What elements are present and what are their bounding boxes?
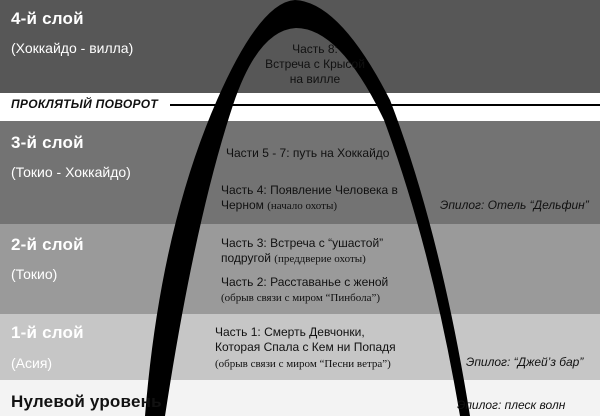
part-3-line-2-text: подругой [221, 251, 271, 265]
arch-shape [145, 0, 470, 416]
layer-0-band [0, 380, 600, 416]
part-3-note: (преддверие охоты) [274, 253, 366, 265]
epilog-dolphin: Эпилог: Отель “Дельфин” [440, 198, 589, 212]
layer-3-title: 3-й слой [11, 133, 84, 152]
layer-0-title: Нулевой уровень [11, 392, 162, 411]
part-3-line-2: подругой (преддверие охоты) [221, 251, 366, 267]
part-3-line-1: Часть 3: Встреча с “ушастой” [221, 236, 384, 250]
epilog-waves: Эпилог: плеск волн [457, 398, 566, 412]
part-5-7-label: Части 5 - 7: путь на Хоккайдо [226, 146, 390, 160]
part-8-line-2: Встреча с Крысой [265, 57, 365, 71]
layer-2-band [0, 224, 600, 314]
cursed-turn-label: ПРОКЛЯТЫЙ ПОВОРОТ [11, 97, 159, 111]
part-1-line-1: Часть 1: Смерть Девчонки, [215, 325, 365, 339]
layer-3-band [0, 121, 600, 224]
layer-2-title: 2-й слой [11, 235, 84, 254]
part-2-line: Часть 2: Расставанье с женой [221, 275, 389, 289]
layer-1-subtitle: (Асия) [11, 355, 53, 371]
layer-4-subtitle: (Хоккайдо - вилла) [11, 40, 134, 56]
part-4-note: (начало охоты) [267, 200, 338, 212]
part-4-line-1: Часть 4: Появление Человека в [221, 183, 398, 197]
part-8-label: Часть 8: Встреча с Крысой на вилле [245, 42, 385, 87]
epilog-jays-bar: Эпилог: “Джей’з бар” [466, 355, 584, 369]
layer-4-title: 4-й слой [11, 9, 84, 28]
part-8-line-3: на вилле [289, 72, 341, 86]
layer-3-subtitle: (Токио - Хоккайдо) [11, 164, 131, 180]
layer-1-band [0, 314, 600, 380]
part-8-line-1: Часть 8: [292, 42, 338, 56]
part-2-note: (обрыв связи с миром “Пинбола”) [221, 292, 381, 304]
layer-2-subtitle: (Токио) [11, 266, 58, 282]
part-1-line-2: Которая Спала с Кем ни Попадя [215, 340, 396, 354]
layer-1-title: 1-й слой [11, 323, 84, 342]
part-4-line-2-text: Черном [221, 198, 264, 212]
part-1-note: (обрыв связи с миром “Песни ветра”) [215, 358, 391, 370]
part-4-line-2: Черном (начало охоты) [221, 198, 337, 214]
